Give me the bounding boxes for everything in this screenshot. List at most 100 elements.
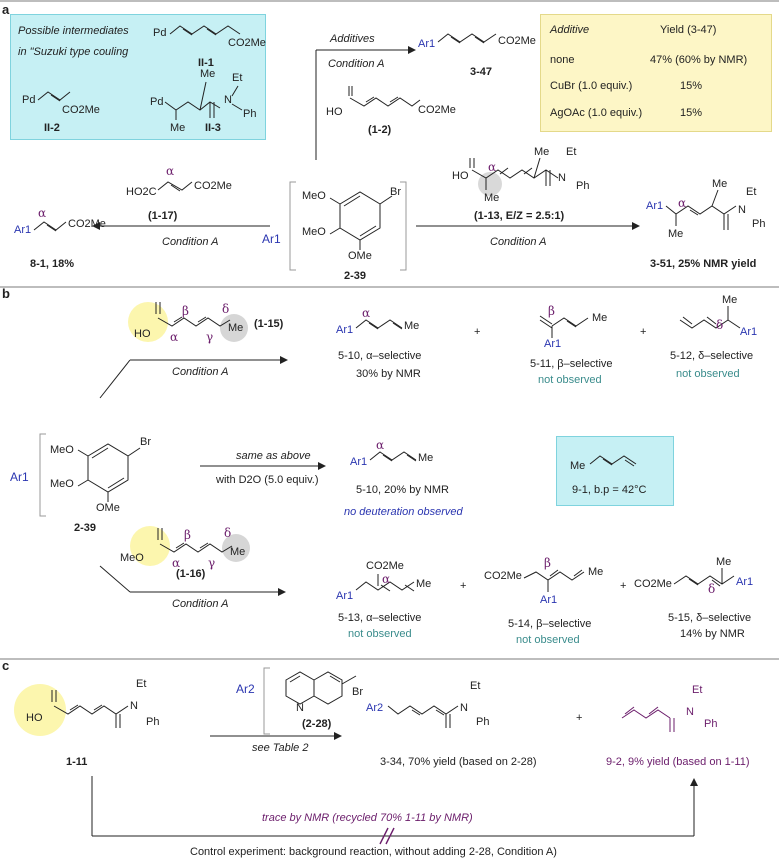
b239-label: 2-39 <box>74 522 97 534</box>
p334-et: Et <box>470 680 481 692</box>
p351-alpha: α <box>678 196 687 210</box>
section-b-label: b <box>2 286 10 301</box>
ii2-pd: Pd <box>22 94 36 106</box>
ii3-n: N <box>224 94 232 106</box>
c12-label: (1-2) <box>368 124 392 136</box>
ii2-label: II-2 <box>44 122 60 134</box>
c116-alpha: α <box>172 556 181 570</box>
p91-label: 9-1, b.p = 42°C <box>572 484 647 496</box>
b239-meo-2: MeO <box>50 478 74 490</box>
a239-label: 2-39 <box>344 270 367 282</box>
c228-br: Br <box>352 686 363 698</box>
c111-ph: Ph <box>146 716 160 728</box>
c115-delta: δ <box>222 302 230 316</box>
c117-ho2c: HO2C <box>126 186 157 198</box>
a239-meo-1: MeO <box>302 190 326 202</box>
p81-ar1: Ar1 <box>14 224 32 236</box>
c111-label: 1-11 <box>66 756 88 768</box>
c111-ho: HO <box>26 712 43 724</box>
table-row-0-additive: none <box>550 54 575 66</box>
see-table-2: see Table 2 <box>252 742 309 754</box>
plus-b3: + <box>460 580 467 592</box>
condition-a-b2: Condition A <box>172 598 229 610</box>
ii3-ph: Ph <box>243 108 257 120</box>
p347-co2me: CO2Me <box>498 35 536 47</box>
c116-delta: δ <box>224 526 232 540</box>
p510-yield: 30% by NMR <box>356 368 421 380</box>
rule-c <box>0 658 779 660</box>
p91-me: Me <box>570 460 586 472</box>
table-row-2-additive: AgOAc (1.0 equiv.) <box>550 107 643 119</box>
p514-label: 5-14, β–selective <box>508 618 592 630</box>
a239-meo-2: MeO <box>302 226 326 238</box>
c113-et: Et <box>566 146 577 158</box>
table-head-additive: Additive <box>550 24 590 36</box>
p334-ar2: Ar2 <box>366 702 384 714</box>
p92-label: 9-2, 9% yield (based on 1-11) <box>606 756 750 768</box>
p513-ar1: Ar1 <box>336 590 354 602</box>
p513-not-observed: not observed <box>348 628 412 640</box>
c113-me-2: Me <box>534 146 550 158</box>
a239-br: Br <box>390 186 401 198</box>
p334-ph: Ph <box>476 716 490 728</box>
c116-beta: β <box>184 528 191 542</box>
table-head-yield: Yield (3-47) <box>660 24 717 36</box>
no-deuteration: no deuteration observed <box>344 506 463 518</box>
p512-label: 5-12, δ–selective <box>670 350 754 362</box>
c113-label: (1-13, E/Z = 2.5:1) <box>474 210 565 222</box>
p351-ar1: Ar1 <box>646 200 664 212</box>
p351-et: Et <box>746 186 757 198</box>
p511-me: Me <box>592 312 608 324</box>
c113-ho: HO <box>452 170 469 182</box>
c111-et: Et <box>136 678 147 690</box>
p81-alpha: α <box>38 206 47 220</box>
p92-et: Et <box>692 684 703 696</box>
ii3-me-bottom: Me <box>170 122 186 134</box>
p511-label: 5-11, β–selective <box>530 358 613 370</box>
p92-ph: Ph <box>704 718 718 730</box>
additives-label: Additives <box>330 33 375 45</box>
condition-a-right: Condition A <box>490 236 547 248</box>
control-note: Control experiment: background reaction,… <box>190 846 557 858</box>
c116-label: (1-16) <box>176 568 206 580</box>
p512-delta: δ <box>716 318 724 332</box>
c116-gamma: γ <box>208 556 216 570</box>
p81-text: 8-1, 18% <box>30 258 75 270</box>
p351-ph: Ph <box>752 218 766 230</box>
p515-ar1: Ar1 <box>736 576 754 588</box>
p510b-label: 5-10, 20% by NMR <box>356 484 449 496</box>
p351-label: 3-51, 25% NMR yield <box>650 258 757 270</box>
c113-alpha: α <box>488 160 497 174</box>
p347-ar1: Ar1 <box>418 38 436 50</box>
trace-note: trace by NMR (recycled 70% 1-11 by NMR) <box>262 812 473 824</box>
p511-ar1: Ar1 <box>544 338 562 350</box>
p510-label: 5-10, α–selective <box>338 350 422 362</box>
c115-label: (1-15) <box>254 318 284 330</box>
p511-beta: β <box>548 304 555 318</box>
p514-ar1: Ar1 <box>540 594 558 606</box>
p515-yield: 14% by NMR <box>680 628 745 640</box>
with-d2o: with D2O (5.0 equiv.) <box>216 474 319 486</box>
plus-b4: + <box>620 580 627 592</box>
p351-n: N <box>738 204 746 216</box>
same-as-above: same as above <box>236 450 311 462</box>
